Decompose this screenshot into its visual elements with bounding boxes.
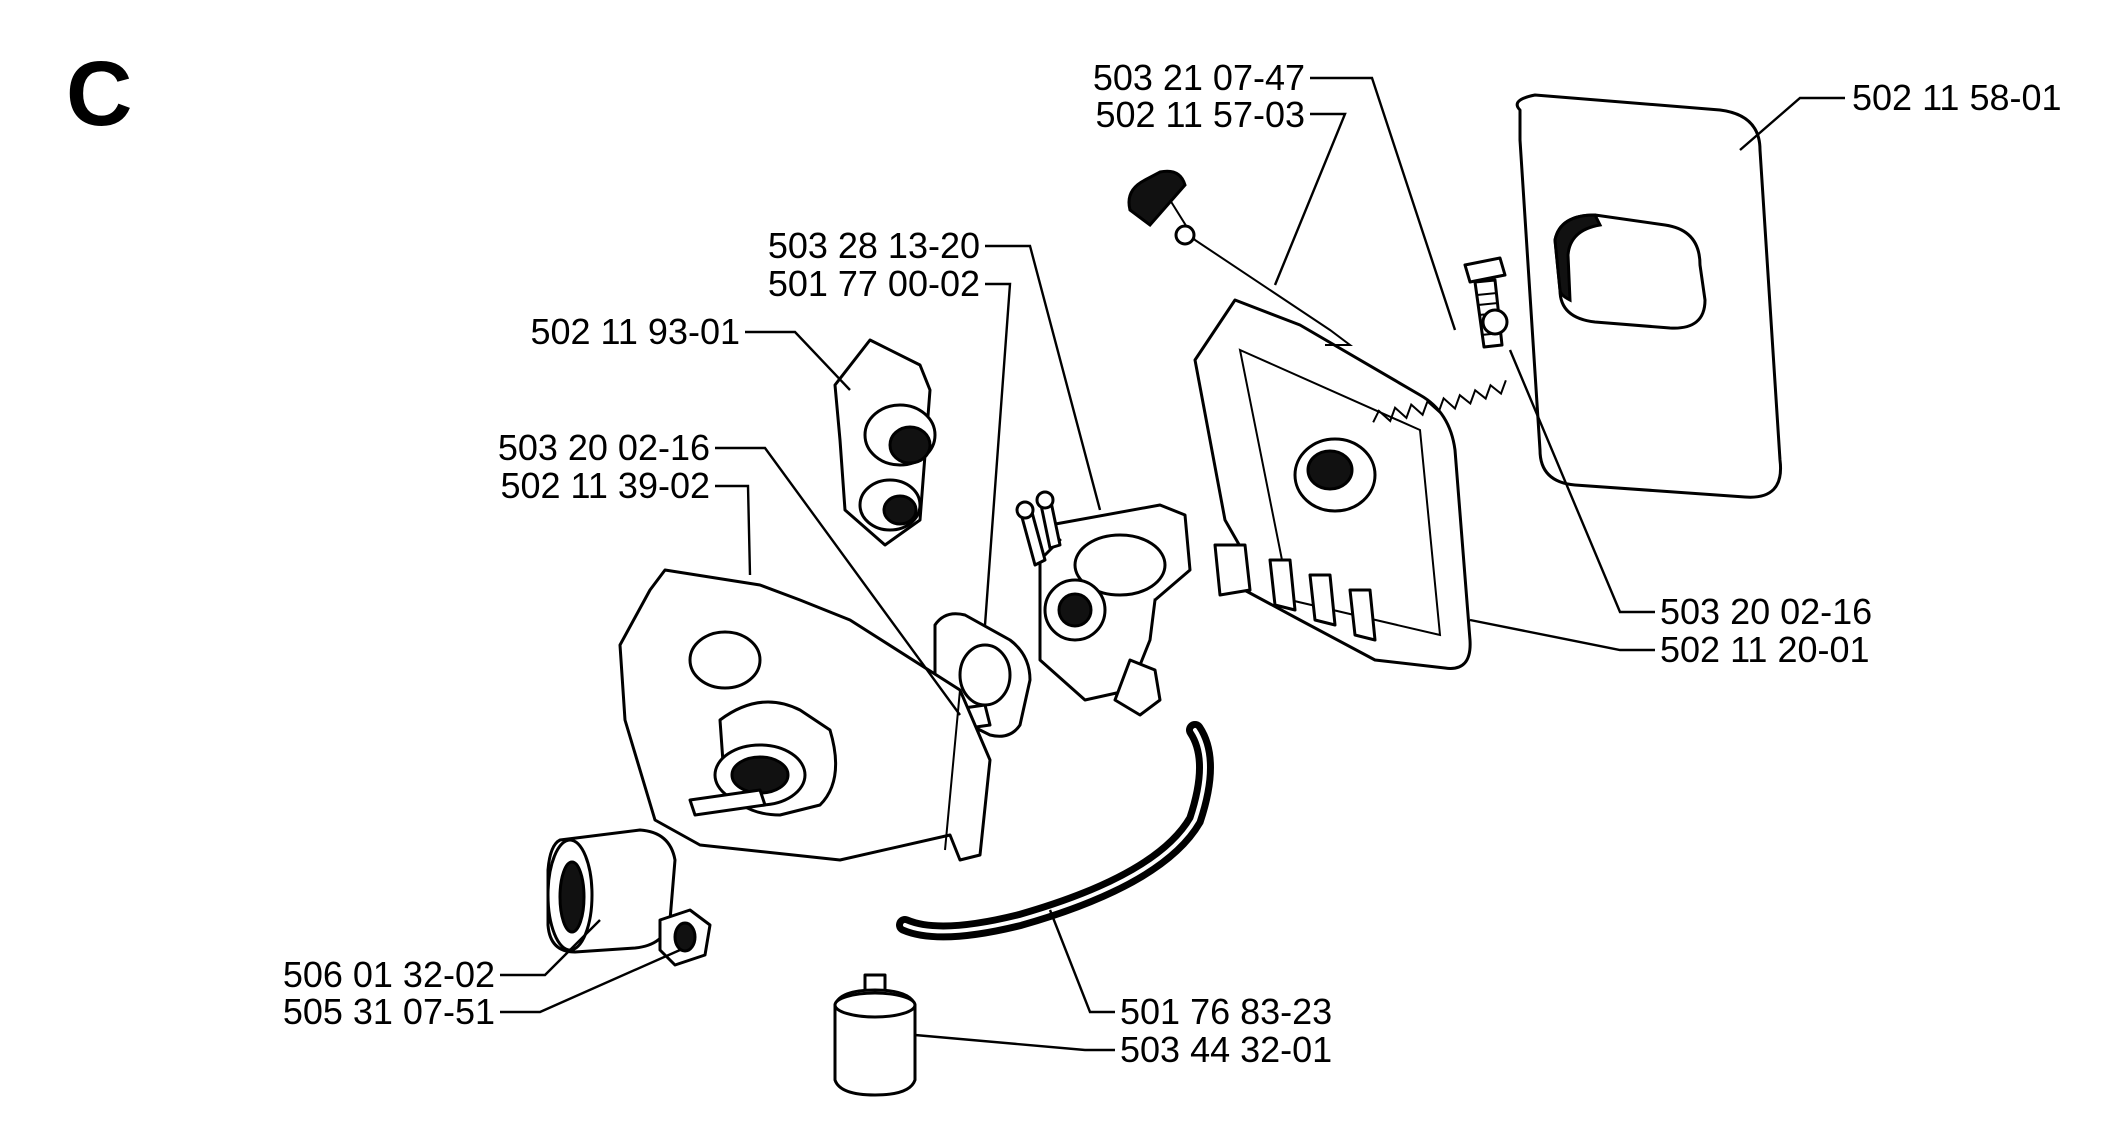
- leader-501-77-00-02: [983, 282, 1012, 626]
- part-label: 505 31 07-51: [283, 991, 495, 1032]
- leader-502-11-39-02: [715, 484, 752, 576]
- part-label: 502 11 39-02: [500, 465, 710, 506]
- part-label: 501 77 00-02: [768, 263, 980, 304]
- part-labels: 503 21 07-47 502 11 57-03 502 11 58-01 5…: [283, 57, 2062, 1070]
- carburetor-part: [1015, 490, 1192, 717]
- part-label: 502 11 20-01: [1660, 629, 1870, 670]
- leader-502-11-20-01: [1469, 618, 1655, 652]
- air-filter-part: [1515, 93, 1783, 499]
- leader-502-11-93-01: [745, 330, 851, 391]
- leader-503-21-07-47: [1310, 76, 1457, 331]
- part-label: 502 11 57-03: [1095, 94, 1305, 135]
- leader-501-76-83-23: [1048, 909, 1115, 1014]
- nut-part: [658, 908, 712, 967]
- leader-503-44-32-01: [914, 1033, 1115, 1052]
- part-label: 502 11 93-01: [530, 311, 740, 352]
- leader-503-20-02-16-left: [715, 446, 961, 716]
- leader-502-11-57-03: [1273, 112, 1347, 286]
- spring-part: [1372, 308, 1509, 423]
- part-label: 503 28 13-20: [768, 225, 980, 266]
- rubber-boot-part: [546, 828, 677, 954]
- part-label: 502 11 58-01: [1852, 77, 2062, 118]
- part-label: 503 21 07-47: [1093, 57, 1305, 98]
- leader-502-11-58-01: [1739, 96, 1845, 151]
- filter-holder-part: [1193, 298, 1472, 670]
- leader-503-20-02-16-right: [1508, 349, 1655, 614]
- intake-housing-part: [618, 568, 992, 862]
- leader-503-28-13-20: [985, 244, 1102, 511]
- fuel-hose-part: [896, 721, 1214, 941]
- section-letter: C: [66, 43, 133, 145]
- leader-506-01-32-02: [500, 919, 601, 977]
- part-label: 503 20 02-16: [498, 427, 710, 468]
- fuel-filter-part: [833, 973, 917, 1097]
- choke-rod-part: [1127, 169, 1353, 346]
- intake-adapter-part: [833, 338, 937, 547]
- part-label: 506 01 32-02: [283, 954, 495, 995]
- part-label: 503 20 02-16: [1660, 591, 1872, 632]
- part-label: 501 76 83-23: [1120, 991, 1332, 1032]
- leader-505-31-07-51: [500, 948, 681, 1014]
- leader-lines: [500, 76, 1845, 1052]
- part-label: 503 44 32-01: [1120, 1029, 1332, 1070]
